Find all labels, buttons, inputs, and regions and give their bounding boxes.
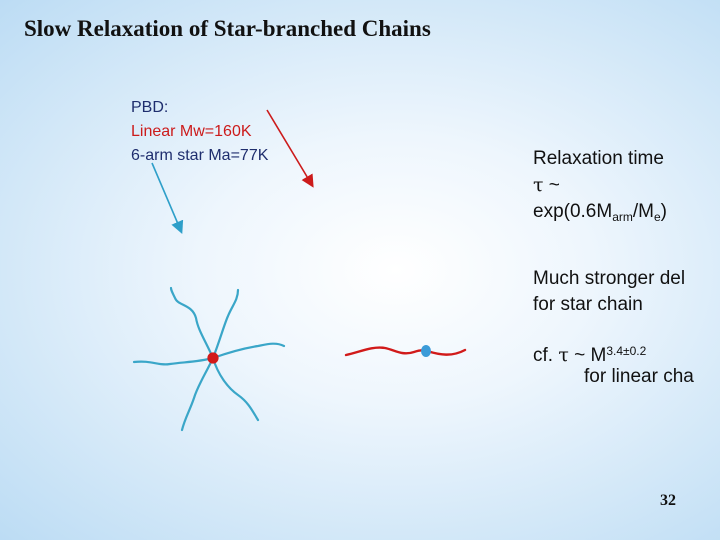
star-arm xyxy=(180,356,215,432)
exp-prefix: exp(0.6M xyxy=(533,201,613,222)
linear-chain-label: Linear Mw=160K xyxy=(131,123,252,140)
star-arm xyxy=(211,342,286,360)
for-linear-chain-text: for linear cha xyxy=(584,366,694,387)
tau-symbol: τ xyxy=(533,174,544,196)
relaxation-line1: Relaxation time xyxy=(533,148,664,169)
cf-rest: ~ M xyxy=(574,345,607,366)
star-center-dot xyxy=(207,352,219,364)
stronger-line1: Much stronger del xyxy=(533,268,686,289)
stronger-dependence-text: Much stronger del for star chain xyxy=(533,266,685,318)
pbd-label-block: PBD: Linear Mw=160K 6-arm star Ma=77K xyxy=(131,96,268,168)
stronger-line2: for star chain xyxy=(533,294,643,315)
linear-pointer-arrow xyxy=(266,109,314,188)
star-arm xyxy=(211,356,260,422)
star-arm xyxy=(132,356,215,366)
arm-subscript: arm xyxy=(612,210,633,224)
chain-middle-dot xyxy=(421,345,431,357)
star-chain-label: 6-arm star Ma=77K xyxy=(131,147,269,164)
star-chain xyxy=(132,286,286,432)
tau-symbol-cf: τ xyxy=(558,344,569,366)
star-arm xyxy=(211,288,240,360)
slash-m: /M xyxy=(632,201,654,222)
star-arm xyxy=(169,286,215,360)
cf-exponent: 3.4±0.2 xyxy=(606,344,647,358)
star-pointer-arrow xyxy=(151,162,184,234)
e-subscript: e xyxy=(653,210,661,224)
linear-comparison-text: cf. τ ~ M3.4±0.2 xyxy=(533,338,646,369)
linear-chain xyxy=(344,345,467,357)
relaxation-line3: exp(0.6Marm/Me) xyxy=(533,199,667,230)
page-number: 32 xyxy=(660,492,676,509)
close-paren: ) xyxy=(660,201,667,222)
pbd-heading: PBD: xyxy=(131,99,169,116)
slide-title: Slow Relaxation of Star-branched Chains xyxy=(24,16,431,41)
tilde-symbol: ~ xyxy=(548,175,560,196)
relaxation-line2: τ ~ xyxy=(533,172,667,199)
relaxation-time-text: Relaxation time τ ~ exp(0.6Marm/Me) xyxy=(533,146,667,230)
cf-prefix: cf. xyxy=(533,345,554,366)
